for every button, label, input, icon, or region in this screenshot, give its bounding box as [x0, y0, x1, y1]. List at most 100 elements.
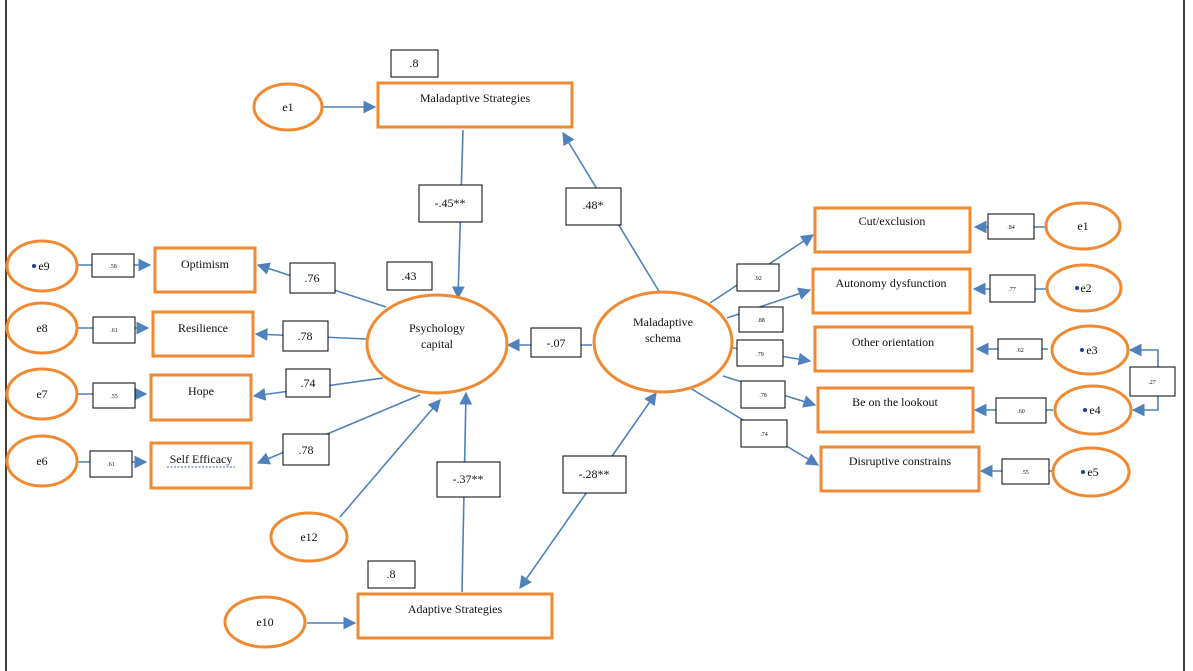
svg-text:.76: .76: [305, 271, 320, 285]
svg-text:.61: .61: [107, 462, 115, 468]
svg-text:.62: .62: [1016, 348, 1024, 354]
label-ms-to-mal: .48*: [565, 187, 622, 226]
svg-text:-.07: -.07: [547, 336, 566, 350]
label-err-autonomy: .77: [989, 274, 1036, 303]
svg-text:-.37**: -.37**: [453, 472, 484, 486]
svg-text:Cut/exclusion: Cut/exclusion: [859, 214, 926, 228]
svg-text:.61: .61: [110, 328, 118, 334]
svg-text:e9: e9: [38, 259, 49, 273]
label-r2-pc: .43: [386, 261, 433, 291]
svg-text:e3: e3: [1086, 343, 1097, 357]
label-err-other: .62: [997, 338, 1043, 360]
box-cut-exclusion: Cut/exclusion: [813, 206, 972, 254]
error-e6: e6: [5, 434, 79, 488]
error-e10: e10: [223, 595, 307, 649]
label-err-cut: .84: [987, 213, 1035, 240]
label-r2-maladaptive: .8: [390, 49, 439, 78]
label-ms-to-pc: -.07: [530, 327, 582, 358]
error-e1-top: e1: [252, 82, 324, 132]
svg-text:Other orientation: Other orientation: [852, 335, 934, 349]
error-dot: [1081, 470, 1085, 474]
svg-text:.74: .74: [760, 432, 768, 438]
svg-text:-.45**: -.45**: [435, 196, 466, 210]
svg-text:e12: e12: [300, 530, 317, 544]
label-ms-to-adaptive: -.28**: [562, 455, 627, 494]
box-disruptive-constrains: Disruptive constrains: [819, 445, 981, 493]
svg-text:Maladaptive Strategies: Maladaptive Strategies: [420, 91, 531, 105]
label-pc-optimism: .76: [289, 262, 336, 294]
svg-text:.79: .79: [756, 352, 764, 358]
svg-text:e1: e1: [282, 100, 293, 114]
box-self-efficacy: Self Efficacy: [149, 441, 253, 490]
svg-text:Self Efficacy: Self Efficacy: [170, 452, 233, 466]
error-dot: [1080, 348, 1084, 352]
label-err-optimism: .58: [91, 253, 135, 278]
label-pc-hope: .74: [285, 368, 331, 398]
error-e9: e9: [5, 239, 79, 293]
svg-text:Adaptive Strategies: Adaptive Strategies: [408, 602, 503, 616]
label-pc-resilience: .78: [282, 320, 329, 352]
svg-text:.58: .58: [109, 264, 117, 270]
latent-ms-line2: schema: [645, 331, 682, 345]
label-err-disruptive: .55: [1001, 458, 1050, 485]
box-maladaptive-strategies: Maladaptive Strategies: [376, 81, 574, 129]
svg-text:Resilience: Resilience: [178, 321, 228, 335]
svg-text:Be on the lookout: Be on the lookout: [852, 395, 938, 409]
svg-text:-.28**: -.28**: [579, 467, 610, 481]
error-e3: e3: [1050, 324, 1130, 376]
label-adaptive-to-pc: -.37**: [436, 461, 501, 498]
arrow-e12-pc: [339, 399, 441, 518]
label-err-lookout: .60: [995, 397, 1047, 424]
box-other-orientation: Other orientation: [813, 325, 974, 373]
svg-text:e4: e4: [1089, 403, 1100, 417]
svg-text:Optimism: Optimism: [181, 257, 230, 271]
svg-text:Disruptive constrains: Disruptive constrains: [849, 454, 952, 468]
latent-pc-line1: Psychology: [409, 321, 465, 335]
svg-text:e2: e2: [1080, 281, 1091, 295]
label-ms-cut: .92: [736, 263, 780, 292]
error-e1-right: e1: [1044, 201, 1122, 251]
label-pc-self-efficacy: .78: [282, 433, 330, 466]
error-dot: [32, 264, 36, 268]
svg-text:e8: e8: [36, 321, 47, 335]
label-ms-other: .79: [736, 339, 784, 367]
error-e8: e8: [5, 301, 79, 355]
error-e7: e7: [5, 367, 79, 421]
svg-text:.78: .78: [759, 393, 767, 399]
label-mal-to-pc: -.45**: [418, 184, 483, 223]
box-adaptive-strategies: Adaptive Strategies: [356, 592, 554, 640]
svg-text:e7: e7: [36, 387, 47, 401]
error-e5: e5: [1051, 446, 1131, 498]
label-err-resilience: .61: [92, 316, 136, 344]
label-ms-lookout: .78: [740, 380, 786, 409]
svg-text:Autonomy dysfunction: Autonomy dysfunction: [836, 276, 947, 290]
latent-psychology-capital: Psychology capital: [365, 293, 509, 395]
svg-text:.27: .27: [1148, 380, 1156, 386]
error-dot: [1075, 286, 1079, 290]
svg-text:.78: .78: [298, 329, 313, 343]
svg-text:.48*: .48*: [583, 198, 604, 212]
latent-ms-line1: Maladaptive: [633, 315, 693, 329]
svg-text:.74: .74: [301, 376, 316, 390]
svg-text:.55: .55: [110, 394, 118, 400]
svg-text:.43: .43: [402, 269, 417, 283]
error-dot: [1083, 408, 1087, 412]
svg-text:.8: .8: [410, 56, 419, 70]
svg-text:e5: e5: [1087, 465, 1098, 479]
box-be-on-the-lookout: Be on the lookout: [816, 386, 975, 434]
label-ms-autonomy: .88: [738, 306, 784, 333]
error-e12: e12: [269, 511, 349, 563]
latent-maladaptive-schema: Maladaptive schema: [592, 290, 734, 394]
label-r2-adaptive: .8: [367, 560, 416, 589]
svg-text:.92: .92: [754, 276, 762, 282]
box-resilience: Resilience: [151, 310, 255, 358]
error-e2: e2: [1045, 263, 1123, 313]
box-hope: Hope: [149, 373, 253, 422]
svg-text:.77: .77: [1008, 287, 1016, 293]
svg-text:Hope: Hope: [188, 384, 214, 398]
svg-text:.84: .84: [1007, 225, 1015, 231]
svg-text:e10: e10: [256, 615, 273, 629]
label-cov-e3-e4: .27: [1129, 366, 1176, 397]
